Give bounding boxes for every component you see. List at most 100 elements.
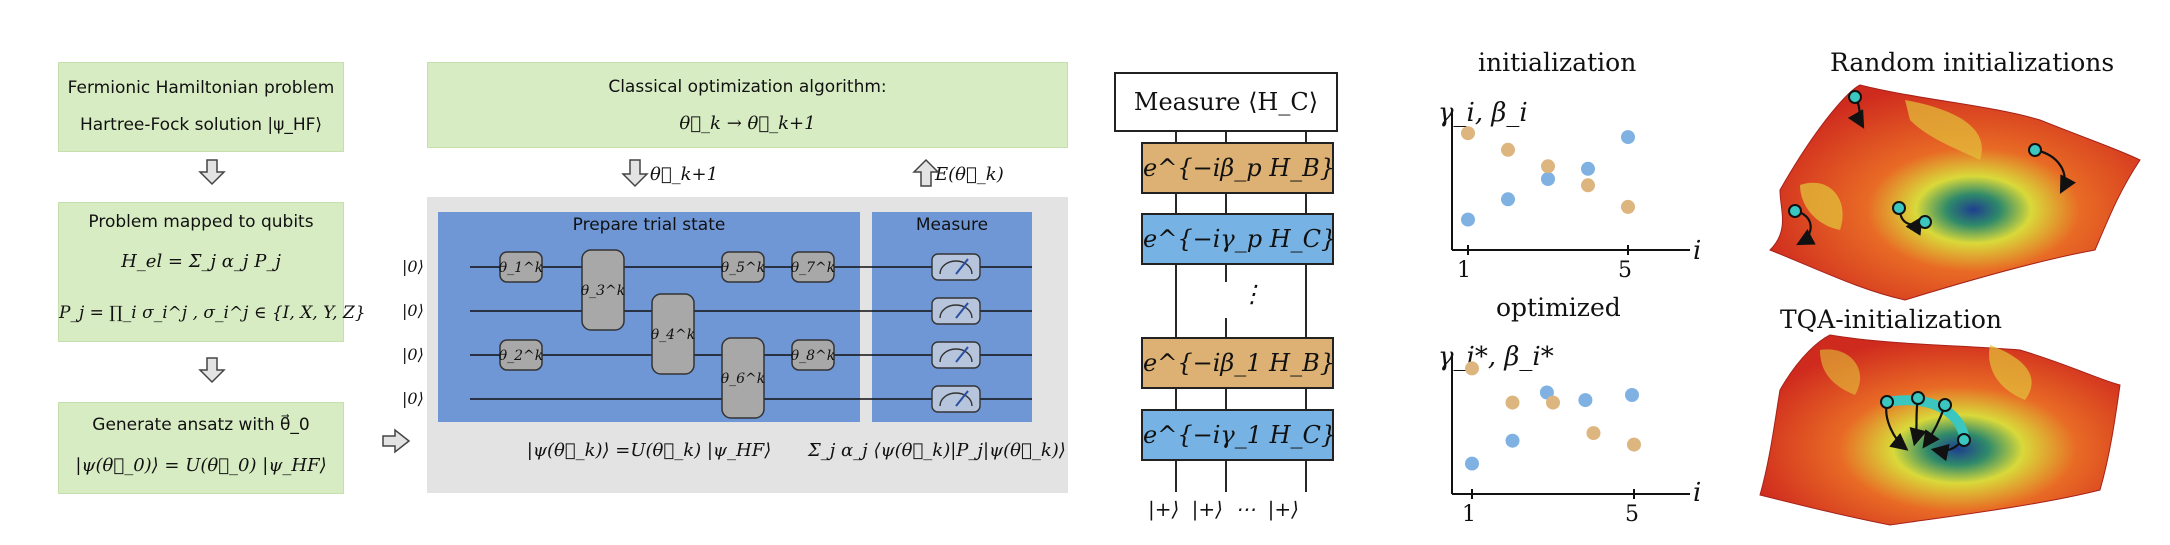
qaoa-layer-gamma-p-label: e^{−iγ_p H_C}	[1143, 225, 1337, 253]
qubit-label-3: |0⟩	[402, 345, 424, 364]
chart2-ylabel: γ_i*, β_i*	[1438, 342, 1554, 372]
chart2-series1-point-5	[1625, 388, 1639, 402]
up-arrow-label: E(θ⃗_k)	[935, 164, 1004, 185]
ansatz-title: Generate ansatz with θ⃗_0	[92, 415, 310, 435]
meter-2	[931, 297, 981, 325]
landscape-bottom	[1759, 334, 2121, 526]
problem-line1: Fermionic Hamiltonian problem	[67, 78, 335, 98]
qubit-mapping-box: Problem mapped to qubits H_el = Σ_j α_j …	[58, 202, 366, 342]
measurement-meters	[931, 253, 981, 413]
chart2-xlabel: i	[1693, 478, 1702, 508]
landscape-top-start-points	[1788, 90, 2042, 229]
qaoa-layer-beta-p-label: e^{−iβ_p H_B}	[1143, 154, 1336, 182]
gate-theta8-label: θ_8^k	[791, 348, 836, 364]
meter-3	[931, 341, 981, 369]
chart2-series2-point-1	[1465, 361, 1479, 376]
chart1-series2-point-4	[1581, 178, 1595, 193]
qaoa-layer-beta-1-label: e^{−iβ_1 H_B}	[1143, 349, 1335, 377]
chart1-series1-point-2	[1501, 192, 1515, 207]
flow-arrow-2	[198, 357, 226, 384]
chart1-series2-point-3	[1541, 159, 1555, 174]
gate-theta5-label: θ_5^k	[721, 260, 766, 276]
pauli-equation: P_j = ∏_i σ_i^j , σ_i^j ∈ {I, X, Y, Z}	[59, 303, 366, 323]
chart1-series2-point-2	[1501, 142, 1515, 157]
flow-arrows	[198, 158, 940, 454]
chart1-xtick-5: 5	[1618, 258, 1632, 283]
gate-theta7	[791, 251, 835, 283]
chart2-series1-point-2	[1505, 433, 1520, 448]
chart2-axes	[1451, 356, 1690, 499]
chart2-series1-point-3	[1539, 385, 1554, 400]
gate-theta1-label: θ_1^k	[499, 260, 544, 276]
chart1-series2-point-1	[1461, 126, 1475, 141]
chart2-title: optimized	[1496, 293, 1621, 322]
landscape-top	[1769, 84, 2141, 301]
gate-theta5	[721, 251, 765, 283]
landscape-top-hill-yellow	[1905, 100, 1982, 160]
gate-theta3	[581, 249, 625, 331]
flow-arrow-3	[382, 428, 411, 454]
energy-equation: Σ_j α_j ⟨ψ(θ⃗_k)|P_j|ψ(θ⃗_k)⟩	[808, 440, 1066, 461]
chart2-xtick-5: 5	[1625, 502, 1639, 527]
chart-points	[1461, 126, 1641, 471]
landscape-bottom-hill-yellow	[1989, 345, 2032, 400]
qaoa-wires	[1175, 132, 1307, 492]
landscape-bottom-hill-yellow-2	[1820, 349, 1861, 395]
state-equation: |ψ(θ⃗_k)⟩ =U(θ⃗_k) |ψ_HF⟩	[526, 440, 772, 461]
hamiltonian-equation: H_el = Σ_j α_j P_j	[121, 251, 281, 272]
qubit-label-2: |0⟩	[402, 301, 424, 320]
circuit-gates	[499, 249, 835, 419]
qaoa-layer-beta-p: e^{−iβ_p H_B}	[1141, 142, 1336, 194]
prepare-title: Prepare trial state	[572, 215, 726, 235]
optimizer-down-arrow	[621, 159, 649, 188]
ansatz-equation: |ψ(θ⃗_0)⟩ = U(θ⃗_0) |ψ_HF⟩	[75, 455, 327, 476]
chart1-xlabel: i	[1693, 236, 1702, 266]
qaoa-layer-gamma-1: e^{−iγ_1 H_C}	[1141, 409, 1336, 461]
flow-arrow-1	[198, 159, 226, 186]
chart1-series1-point-3	[1541, 172, 1555, 186]
gate-labels: θ_1^k θ_2^k θ_3^k θ_4^k θ_5^k θ_6^k θ_7^…	[499, 260, 836, 387]
chart2-series1-point-1	[1465, 456, 1479, 471]
landscape-top-surface	[1769, 84, 2141, 301]
chart2-series2-point-4	[1586, 426, 1601, 441]
ansatz-box: Generate ansatz with θ⃗_0 |ψ(θ⃗_0)⟩ = U(…	[58, 402, 344, 494]
gate-theta8	[791, 339, 835, 371]
landscape-bottom-start-points	[1880, 391, 1971, 447]
qaoa-measure-box: Measure ⟨H_C⟩	[1114, 72, 1338, 132]
measure-title: Measure	[915, 215, 989, 235]
chart1-series1-point-1	[1461, 212, 1475, 227]
qubit-label-1: |0⟩	[402, 257, 424, 276]
problem-box: Fermionic Hamiltonian problem Hartree-Fo…	[58, 62, 344, 152]
chart1-title: initialization	[1478, 48, 1637, 77]
qaoa-layer-beta-1: e^{−iβ_1 H_B}	[1141, 337, 1335, 389]
qubit-label-4: |0⟩	[402, 389, 424, 408]
optimizer-update: θ⃗_k → θ⃗_k+1	[679, 113, 816, 134]
chart2-series1-point-4	[1578, 393, 1593, 408]
gate-theta1	[499, 251, 543, 283]
chart2-series2-point-3	[1546, 395, 1560, 410]
meter-1	[931, 253, 981, 281]
qaoa-dots: ⋮	[1240, 280, 1264, 308]
gate-theta7-label: θ_7^k	[791, 260, 836, 276]
chart1-series1-point-4	[1581, 161, 1595, 176]
chart2-series2-point-5	[1627, 437, 1641, 452]
chart2-xtick-1: 1	[1462, 502, 1476, 527]
landscape-bottom-title: TQA-initialization	[1780, 305, 2002, 334]
optimizer-title: Classical optimization algorithm:	[608, 77, 887, 97]
optimizer-up-arrow	[912, 158, 940, 187]
problem-line2: Hartree-Fock solution |ψ_HF⟩	[79, 115, 323, 135]
landscape-bottom-surface	[1759, 334, 2121, 526]
optimizer-box: Classical optimization algorithm: θ⃗_k →…	[427, 62, 1068, 148]
gate-theta3-label: θ_3^k	[581, 283, 626, 299]
qaoa-inputs: |+⟩ |+⟩ ⋯ |+⟩	[1148, 497, 1299, 521]
chart2-series2-point-2	[1505, 395, 1520, 410]
down-arrow-label: θ⃗_k+1	[650, 164, 719, 185]
chart1-axes	[1451, 112, 1690, 255]
gate-theta6-label: θ_6^k	[721, 371, 766, 387]
gate-theta6	[721, 337, 765, 419]
landscape-top-title: Random initializations	[1830, 48, 2115, 77]
qaoa-measure-label: Measure ⟨H_C⟩	[1133, 88, 1319, 116]
chart1-series2-point-5	[1621, 199, 1635, 214]
qaoa-layer-gamma-p: e^{−iγ_p H_C}	[1141, 213, 1337, 265]
